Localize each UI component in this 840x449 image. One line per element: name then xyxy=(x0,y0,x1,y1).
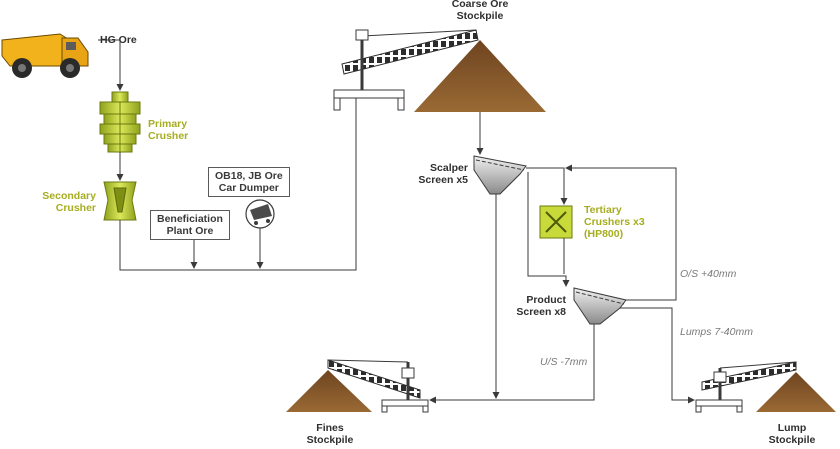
flow-truck-to-primary xyxy=(98,39,124,91)
stacker-conveyor-icon xyxy=(333,29,479,111)
primary-crusher-icon xyxy=(99,91,141,153)
scalper-screen-label: Scalper Screen x5 xyxy=(418,162,468,186)
fines-stockpile-icon xyxy=(286,370,372,412)
flow-lumps xyxy=(620,307,695,404)
tertiary-crushers-label: Tertiary Crushers x3 (HP800) xyxy=(584,204,645,240)
beneficiation-box: Beneficiation Plant Ore xyxy=(150,210,230,240)
secondary-crusher-label: Secondary Crusher xyxy=(42,190,96,214)
flow-scalper-to-tertiary xyxy=(526,167,568,205)
car-dumper-icon xyxy=(245,199,275,229)
haul-truck-icon xyxy=(1,33,89,78)
undersize-label: U/S -7mm xyxy=(540,356,588,368)
primary-crusher-label: Primary Crusher xyxy=(148,118,189,142)
hg-ore-label: HG Ore xyxy=(100,34,137,46)
flow-secondary-to-stacker xyxy=(119,98,357,271)
lump-stockpile-icon xyxy=(756,372,836,412)
flow-undersize xyxy=(429,324,595,404)
fines-stacker-icon xyxy=(327,359,429,413)
car-dumper-box: OB18, JB Ore Car Dumper xyxy=(208,167,290,197)
scalper-screen-icon xyxy=(473,155,527,195)
lump-stockpile-label: Lump Stockpile xyxy=(768,422,816,446)
secondary-crusher-icon xyxy=(103,181,137,221)
coarse-ore-stockpile-icon xyxy=(414,40,546,112)
lump-stacker-icon xyxy=(695,361,797,413)
product-screen-icon xyxy=(573,287,627,325)
coarse-ore-stockpile-label: Coarse Ore Stockpile xyxy=(451,0,509,22)
flow-scalper-to-product xyxy=(527,172,570,287)
fines-stockpile-label: Fines Stockpile xyxy=(306,422,354,446)
flow-oversize-return xyxy=(565,164,677,301)
flow-lines xyxy=(98,39,695,404)
tertiary-crusher-icon xyxy=(539,205,573,239)
oversize-label: O/S +40mm xyxy=(680,268,737,280)
product-screen-label: Product Screen x8 xyxy=(516,294,566,318)
lumps-label: Lumps 7-40mm xyxy=(680,326,753,338)
